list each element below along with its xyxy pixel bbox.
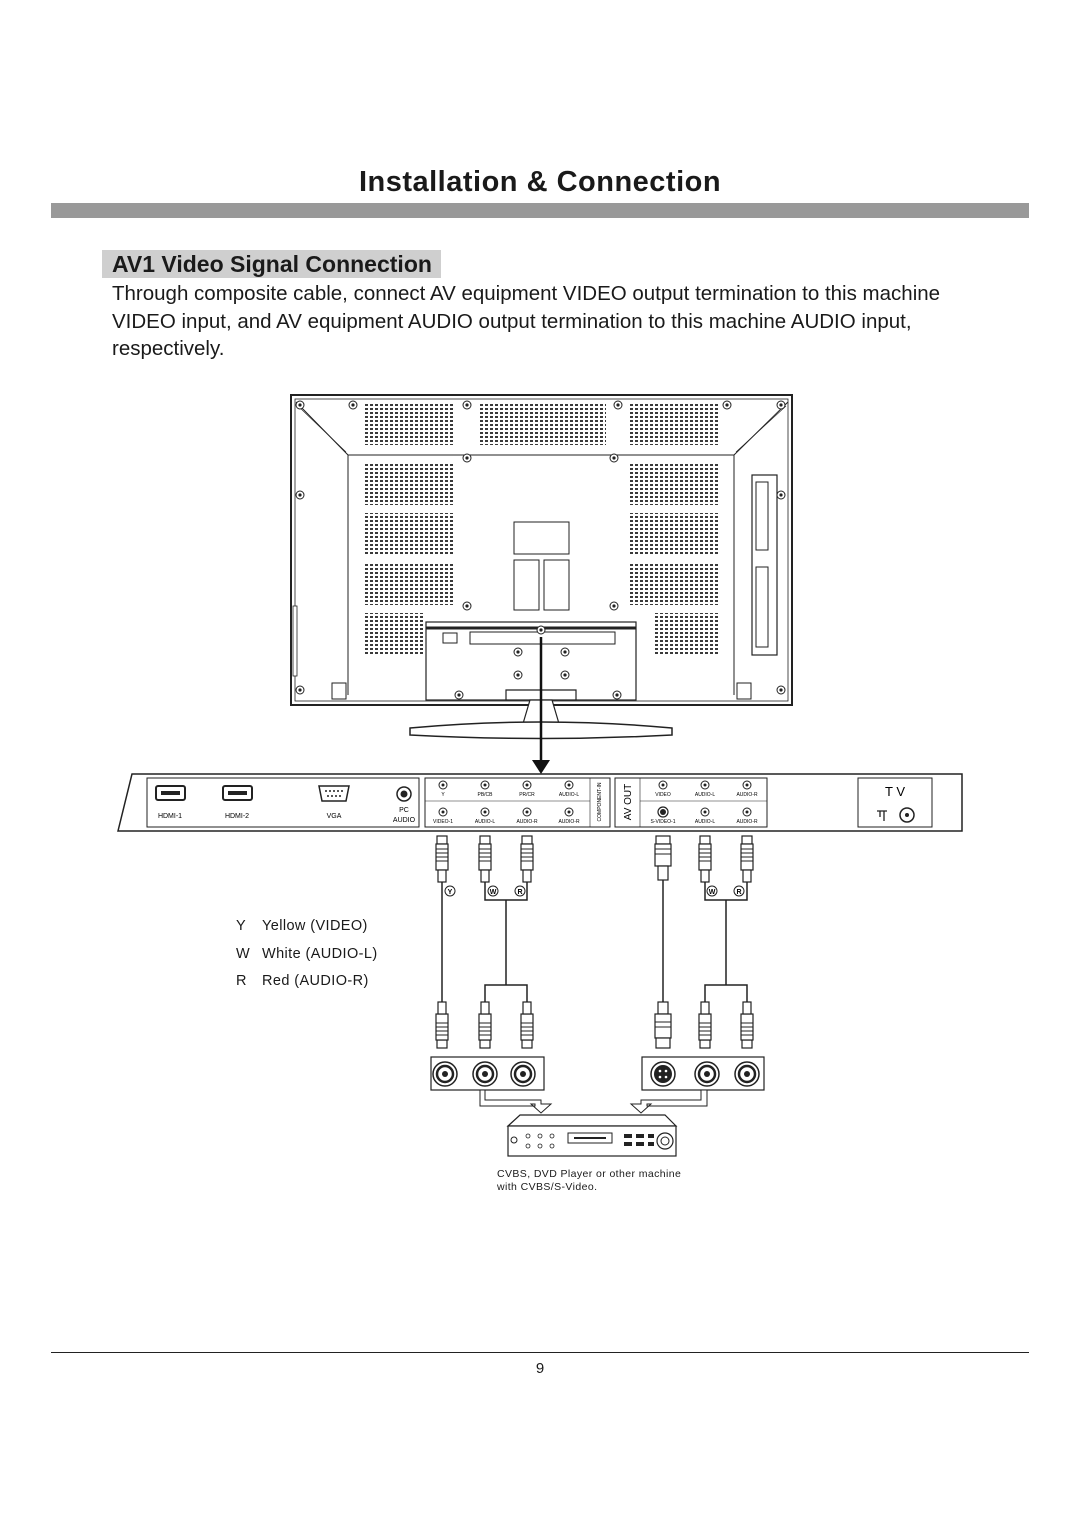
page-title: Installation & Connection <box>358 166 722 198</box>
svg-text:R: R <box>736 889 741 896</box>
device-arrow-left <box>479 1089 553 1114</box>
antenna-jack <box>899 807 915 823</box>
av-out-audio-r-label: AUDIO-R <box>736 792 758 798</box>
s-video-cable-set <box>654 835 754 1049</box>
s-video-audio-l-label: AUDIO-L <box>695 819 716 825</box>
plug-marker-w-2: W <box>706 885 718 897</box>
pc-label: PC <box>399 807 409 814</box>
svg-text:R: R <box>517 889 522 896</box>
vga-port <box>318 785 350 802</box>
title-divider-bar <box>51 203 1029 218</box>
av1-audio-l-label: AUDIO-L <box>475 819 496 825</box>
section-title: AV1 Video Signal Connection <box>102 250 441 278</box>
plug-marker-r: R <box>514 885 526 897</box>
av-out-audio-l-label: AUDIO-L <box>695 792 716 798</box>
svg-text:Y: Y <box>448 889 453 896</box>
component-audio-l-label: AUDIO-L <box>559 792 580 798</box>
tv-label: T V <box>885 784 905 799</box>
device-av-jack-panel <box>430 1056 545 1091</box>
component-audio-r-label: AUDIO-R <box>558 819 580 825</box>
antenna-icon <box>877 810 887 821</box>
dvd-player <box>506 1114 678 1157</box>
s-video-1-label: S-VIDEO-1 <box>650 819 675 825</box>
hdmi-2-label: HDMI-2 <box>225 813 249 820</box>
s-video-audio-r-label: AUDIO-R <box>736 819 758 825</box>
av1-audio-r-label: AUDIO-R <box>516 819 538 825</box>
component-in-label: COMPONENT-IN <box>597 782 603 821</box>
device-s-video-jack-panel <box>641 1056 765 1091</box>
intro-paragraph: Through composite cable, connect AV equi… <box>112 282 941 360</box>
connection-arrow <box>532 637 550 774</box>
plug-marker-w: W <box>487 885 499 897</box>
input-panel: HDMI-1 HDMI-2 VGA PC AUDIO Y PB/CB PR/CR… <box>117 773 963 832</box>
plug-marker-r-2: R <box>733 885 745 897</box>
device-caption: CVBS, DVD Player or other machine with C… <box>497 1168 681 1193</box>
caption-line-1: CVBS, DVD Player or other machine <box>497 1168 682 1180</box>
component-y-label: Y <box>441 792 445 798</box>
av1-cable-set <box>435 835 534 1049</box>
device-arrow-right <box>629 1089 708 1114</box>
page-number: 9 <box>535 1360 545 1377</box>
pc-audio-jack <box>396 786 412 802</box>
footer-divider <box>51 1352 1029 1353</box>
svg-text:W: W <box>490 889 497 896</box>
av-out-label: AV OUT <box>623 784 634 820</box>
hdmi-1-port <box>155 785 186 801</box>
video-1-label: VIDEO-1 <box>433 819 453 825</box>
component-pb-label: PB/CB <box>477 792 493 798</box>
av-out-video-label: VIDEO <box>655 792 671 798</box>
component-pr-label: PR/CR <box>519 792 535 798</box>
vga-label: VGA <box>327 813 342 820</box>
hdmi-1-label: HDMI-1 <box>158 813 182 820</box>
caption-line-2: with CVBS/S-Video. <box>497 1180 598 1193</box>
svg-text:W: W <box>709 889 716 896</box>
plug-marker-y: Y <box>444 885 456 897</box>
hdmi-2-port <box>222 785 253 801</box>
audio-label: AUDIO <box>393 817 416 824</box>
